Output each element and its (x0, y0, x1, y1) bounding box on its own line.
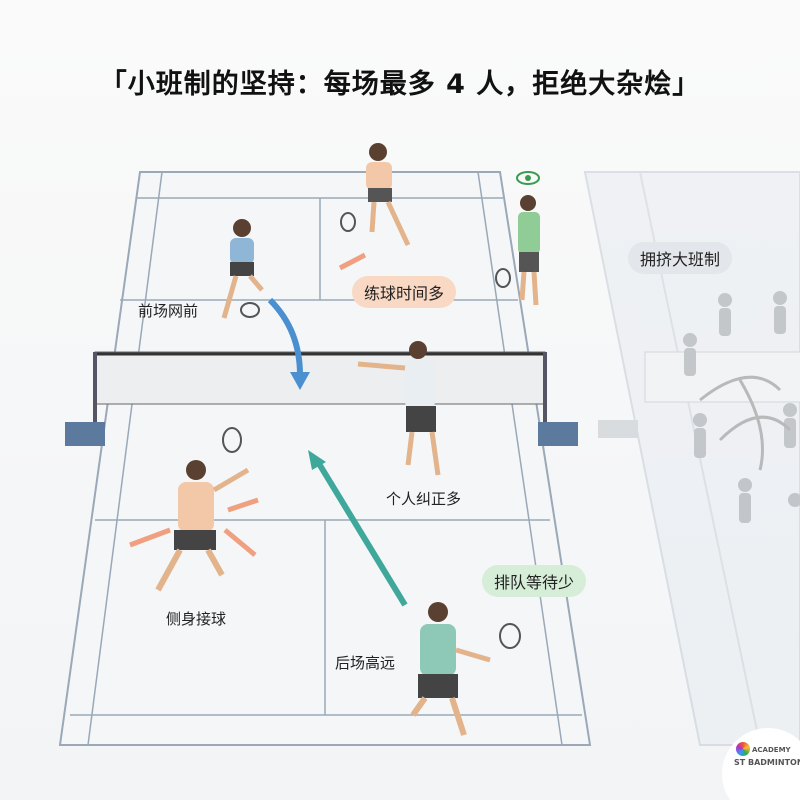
eye-icon (516, 171, 540, 185)
pill-less-waiting: 排队等待少 (482, 565, 587, 597)
pill-crowded-class: 拥挤大班制 (628, 242, 733, 274)
pill-more-practice: 练球时间多 (352, 276, 457, 308)
blue-arrow (267, 297, 303, 376)
academy-logo: ACADEMY ST BADMINTON (722, 728, 800, 800)
motion-arrows (129, 252, 367, 557)
logo-line2: ST BADMINTON (734, 758, 800, 767)
label-personal-correction: 个人纠正多 (386, 490, 462, 508)
teal-arrow (315, 460, 408, 607)
logo-mark (736, 742, 750, 756)
net (65, 351, 578, 446)
crowded-court (583, 171, 800, 746)
logo-line1: ACADEMY (752, 746, 791, 754)
label-back-court: 后场高远 (335, 654, 396, 672)
label-side-receive: 侧身接球 (166, 610, 227, 628)
page-title: 「小班制的坚持：每场最多 4 人，拒绝大杂烩」 (99, 69, 701, 100)
main-court (58, 171, 592, 746)
players (155, 143, 540, 736)
label-front-court: 前场网前 (138, 302, 199, 320)
